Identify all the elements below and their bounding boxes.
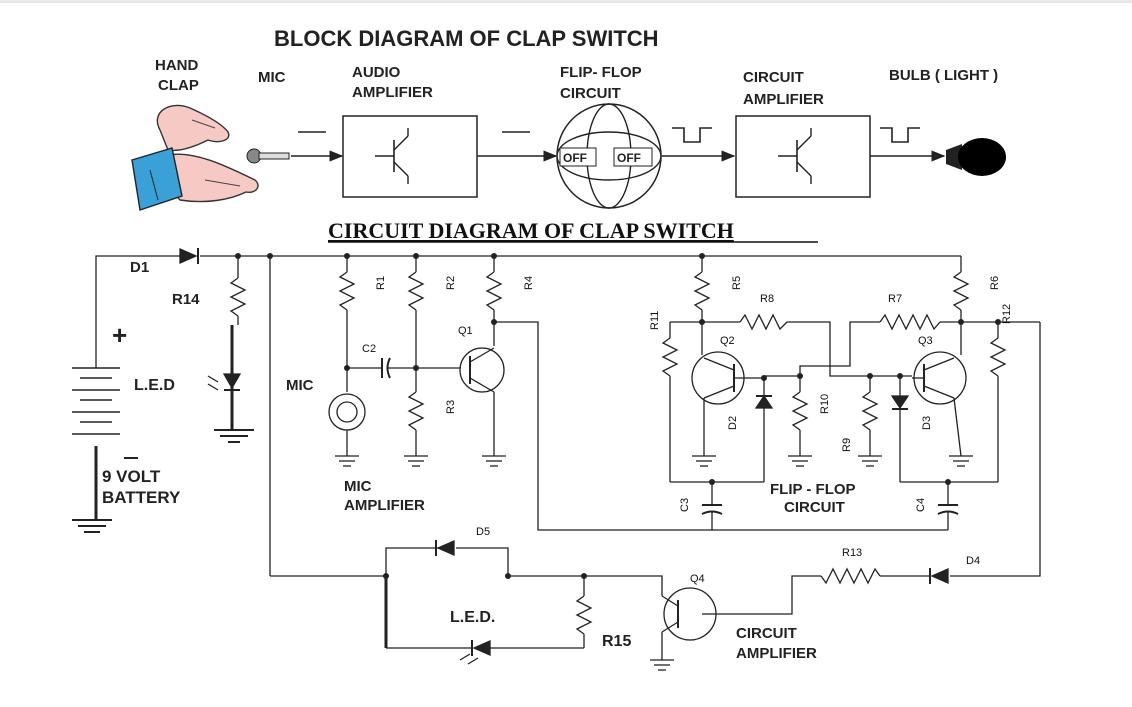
led-label: L.E.D <box>134 377 175 394</box>
r15-label: R15 <box>602 633 631 650</box>
d4-label: D4 <box>966 555 980 567</box>
audio-amplifier-block <box>342 115 478 198</box>
circuit-amp-circuit-label-1: CIRCUIT <box>736 625 797 642</box>
circuit-amp-circuit-label-2: AMPLIFIER <box>736 645 817 662</box>
battery-plus-label: + <box>112 320 127 350</box>
flip-flop-label-2: CIRCUIT <box>560 85 621 102</box>
mic-block-label: MIC <box>258 69 286 86</box>
r1-label: R1 <box>375 276 387 290</box>
off-left-label: OFF <box>563 151 587 165</box>
bulb-label: BULB ( LIGHT ) <box>889 67 998 84</box>
r6-label: R6 <box>989 276 1001 290</box>
flip-flop-circuit-label-1: FLIP - FLOP <box>770 481 856 498</box>
d1-label: D1 <box>130 259 149 276</box>
flip-flop-circuit-label-2: CIRCUIT <box>784 499 845 516</box>
d2-label: D2 <box>727 416 739 430</box>
led2-label: L.E.D. <box>450 609 495 626</box>
audio-amp-label-1: AUDIO <box>352 64 401 81</box>
bulb-icon <box>946 138 1006 176</box>
flip-flop-label-1: FLIP- FLOP <box>560 64 642 81</box>
r8-label: R8 <box>760 293 774 305</box>
r2-label: R2 <box>445 276 457 290</box>
r3-label: R3 <box>445 400 457 414</box>
r5-label: R5 <box>731 276 743 290</box>
q3-label: Q3 <box>918 335 933 347</box>
mic-amp-label-2: AMPLIFIER <box>344 497 425 514</box>
c3-label: C3 <box>679 498 691 512</box>
transistor-icon <box>778 128 812 184</box>
transistor-icon <box>375 128 409 184</box>
battery-label-1: 9 VOLT <box>102 467 161 486</box>
circuit-amp-label-2: AMPLIFIER <box>743 91 824 108</box>
flip-flop-block: OFF OFF <box>556 103 662 209</box>
d3-label: D3 <box>921 416 933 430</box>
hand-clap-label-2: CLAP <box>158 77 199 94</box>
r14-label: R14 <box>172 291 200 308</box>
r9-label: R9 <box>841 438 853 452</box>
off-right-label: OFF <box>617 151 641 165</box>
q2-label: Q2 <box>720 335 735 347</box>
mic-label: MIC <box>286 377 314 394</box>
circuit-diagram-title: CIRCUIT DIAGRAM OF CLAP SWITCH <box>328 218 734 243</box>
c4-label: C4 <box>915 498 927 512</box>
microphone-icon <box>246 148 290 164</box>
r11-label: R11 <box>649 311 661 330</box>
q4-label: Q4 <box>690 573 705 585</box>
battery-label-2: BATTERY <box>102 488 181 507</box>
hand-clap-icon <box>131 104 259 211</box>
audio-amp-label-2: AMPLIFIER <box>352 84 433 101</box>
c2-label: C2 <box>362 343 376 355</box>
mic-amp-label-1: MIC <box>344 478 372 495</box>
r10-label: R10 <box>819 394 831 414</box>
top-border <box>0 0 1132 3</box>
r13-label: R13 <box>842 547 862 559</box>
r4-label: R4 <box>523 276 535 290</box>
circuit-amplifier-block <box>735 115 871 198</box>
hand-clap-label-1: HAND <box>155 57 198 74</box>
r12-label: R12 <box>1001 304 1013 324</box>
circuit-amp-label-1: CIRCUIT <box>743 69 804 86</box>
block-diagram-title: BLOCK DIAGRAM OF CLAP SWITCH <box>274 26 659 51</box>
r7-label: R7 <box>888 293 902 305</box>
d5-label: D5 <box>476 526 490 538</box>
q1-label: Q1 <box>458 325 473 337</box>
